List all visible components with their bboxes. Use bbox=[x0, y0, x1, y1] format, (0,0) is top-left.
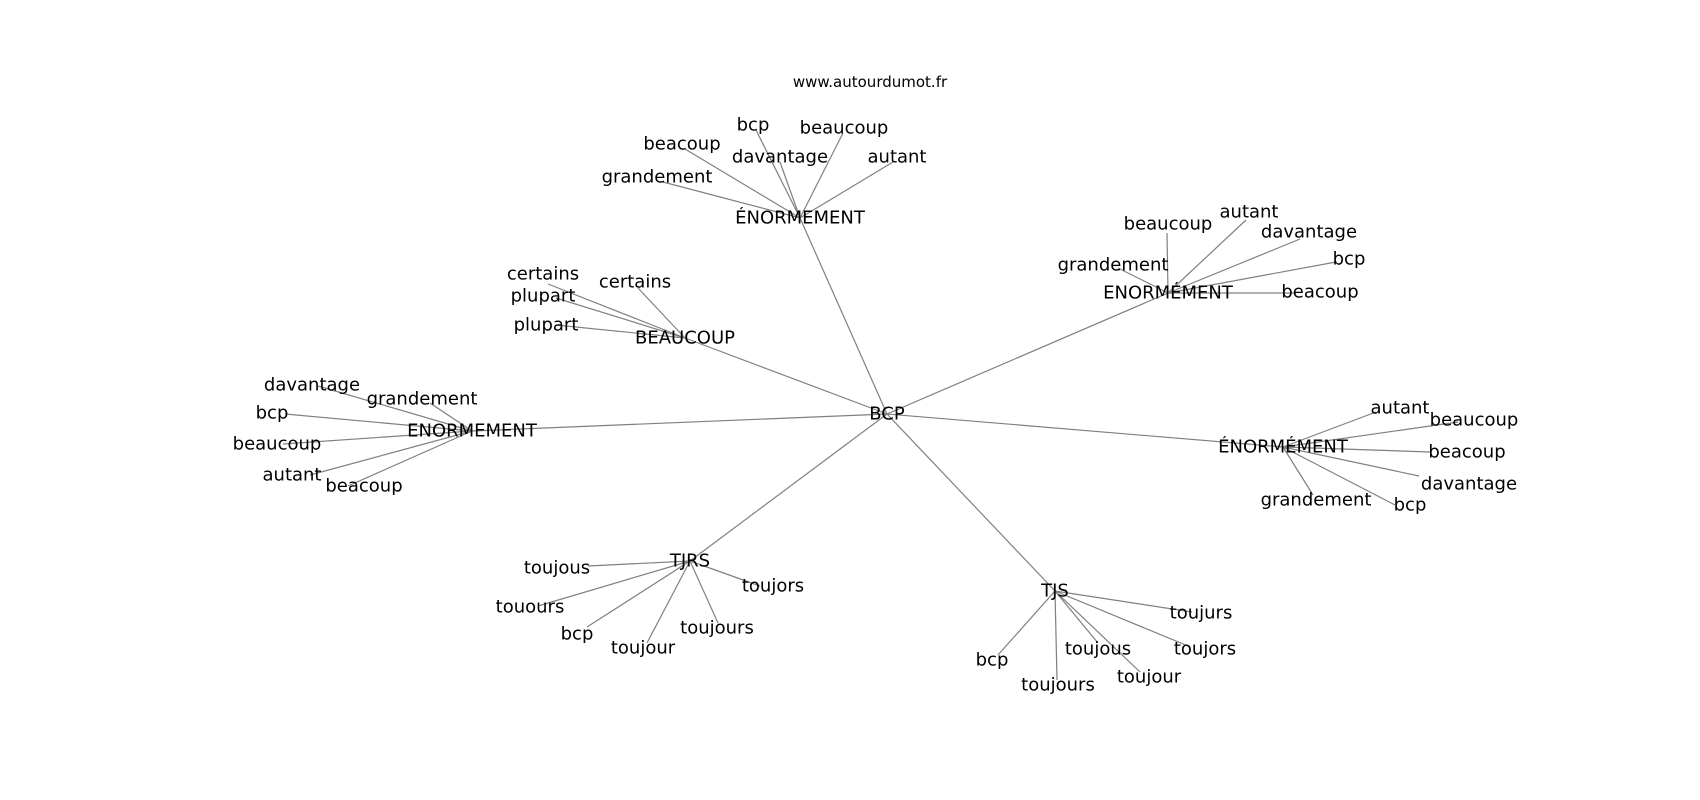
edge-hub-to-leaf bbox=[779, 161, 801, 219]
leaf-node-label: certains bbox=[599, 272, 671, 293]
edges bbox=[282, 129, 1459, 681]
edge-hub-to-leaf bbox=[284, 413, 473, 432]
edge-root-to-c_left bbox=[471, 413, 888, 432]
edge-hub-to-leaf bbox=[317, 385, 473, 432]
edge-hub-to-leaf bbox=[1054, 590, 1193, 613]
root-node-label: BCP bbox=[869, 404, 905, 425]
leaf-node-label: autant bbox=[263, 465, 322, 486]
hub-node-label: ÉNORMÉMENT bbox=[1218, 436, 1349, 458]
edge-hub-to-leaf bbox=[799, 132, 844, 219]
leaf-node-label: toujours bbox=[680, 618, 754, 639]
edge-hub-to-leaf bbox=[1167, 261, 1337, 294]
edge-root-to-c_top bbox=[799, 217, 888, 415]
leaf-node-label: beacoup bbox=[1281, 282, 1358, 303]
leaf-node-label: davantage bbox=[1261, 222, 1357, 243]
leaf-node-label: beacoup bbox=[643, 134, 720, 155]
hub-node-label: BEAUCOUP bbox=[635, 328, 735, 349]
edge-hub-to-leaf bbox=[547, 283, 686, 339]
edge-hub-to-leaf bbox=[1054, 590, 1189, 647]
leaf-node-label: davantage bbox=[1421, 474, 1517, 495]
edge-root-to-c_topright bbox=[886, 292, 1169, 415]
source-label: www.autourdumot.fr bbox=[793, 73, 948, 91]
leaf-node-label: touours bbox=[496, 597, 565, 618]
edge-hub-to-leaf bbox=[646, 560, 691, 644]
leaf-node-label: bcp bbox=[737, 115, 770, 136]
leaf-node-label: beaucoup bbox=[1124, 214, 1213, 235]
leaf-node-label: grandement bbox=[602, 167, 713, 188]
leaf-node-label: toujous bbox=[524, 558, 590, 579]
edge-hub-to-leaf bbox=[689, 560, 719, 624]
hub-node-label: ENORMEMENT bbox=[407, 421, 538, 442]
leaf-node-label: davantage bbox=[264, 375, 360, 396]
edge-hub-to-leaf bbox=[1054, 590, 1099, 644]
leaf-node-label: bcp bbox=[561, 624, 594, 645]
leaf-node-label: beaucoup bbox=[800, 118, 889, 139]
edge-hub-to-leaf bbox=[684, 148, 801, 219]
edge-hub-to-leaf bbox=[1167, 238, 1301, 294]
edge-hub-to-leaf bbox=[1054, 590, 1058, 681]
leaf-node-label: toujurs bbox=[1170, 603, 1233, 624]
edge-hub-to-leaf bbox=[1282, 446, 1396, 506]
edge-hub-to-leaf bbox=[537, 560, 691, 607]
leaf-node-label: autant bbox=[868, 147, 927, 168]
leaf-node-label: autant bbox=[1371, 398, 1430, 419]
leaf-node-label: grandement bbox=[1261, 490, 1372, 511]
hub-node-label: TJRS bbox=[669, 551, 710, 572]
edge-hub-to-leaf bbox=[282, 430, 473, 445]
leaf-node-label: toujour bbox=[611, 638, 676, 659]
edge-hub-to-leaf bbox=[1282, 446, 1431, 453]
leaf-node-label: beacoup bbox=[325, 476, 402, 497]
leaf-node-label: certains bbox=[507, 264, 579, 285]
leaf-node-label: toujous bbox=[1065, 639, 1131, 660]
edge-hub-to-leaf bbox=[1282, 446, 1420, 477]
edge-hub-to-leaf bbox=[689, 560, 761, 587]
leaf-node-label: bcp bbox=[1333, 249, 1366, 270]
edge-hub-to-leaf bbox=[1282, 446, 1314, 496]
edge-root-to-c_tjrs bbox=[689, 413, 888, 562]
edge-hub-to-leaf bbox=[662, 181, 801, 219]
edge-root-to-c_beaucoup bbox=[684, 337, 888, 415]
edge-hub-to-leaf bbox=[1054, 590, 1141, 673]
leaf-node-label: grandement bbox=[367, 389, 478, 410]
leaf-node-label: bcp bbox=[256, 403, 289, 424]
leaf-node-label: grandement bbox=[1058, 255, 1169, 276]
leaf-node-label: bcp bbox=[976, 650, 1009, 671]
edge-hub-to-leaf bbox=[555, 297, 686, 339]
leaf-node-label: beacoup bbox=[1428, 442, 1505, 463]
edge-hub-to-leaf bbox=[309, 430, 473, 476]
edge-root-to-c_tjs bbox=[886, 413, 1056, 592]
edge-hub-to-leaf bbox=[1167, 219, 1247, 294]
leaf-node-label: beaucoup bbox=[1430, 410, 1519, 431]
edge-hub-to-leaf bbox=[587, 560, 691, 567]
leaf-node-label: toujours bbox=[1021, 675, 1095, 696]
edge-hub-to-leaf bbox=[1282, 421, 1459, 448]
leaf-node-label: bcp bbox=[1394, 495, 1427, 516]
edge-hub-to-leaf bbox=[1117, 267, 1169, 294]
edge-hub-to-leaf bbox=[755, 129, 801, 219]
hub-node-label: TJS bbox=[1040, 581, 1069, 602]
leaf-node-label: toujors bbox=[742, 576, 804, 597]
leaf-node-label: plupart bbox=[511, 286, 576, 307]
hub-node-label: ENORMÉMENT bbox=[1103, 282, 1234, 304]
edge-hub-to-leaf bbox=[555, 324, 686, 339]
leaf-node-label: toujour bbox=[1117, 667, 1182, 688]
leaf-node-label: plupart bbox=[514, 315, 579, 336]
leaf-node-label: autant bbox=[1220, 202, 1279, 223]
edge-hub-to-leaf bbox=[1282, 411, 1377, 448]
hub-node-label: ÉNORMEMENT bbox=[735, 207, 866, 229]
edge-hub-to-leaf bbox=[637, 287, 686, 339]
edge-hub-to-leaf bbox=[799, 161, 894, 219]
edge-hub-to-leaf bbox=[586, 560, 691, 628]
leaf-node-label: davantage bbox=[732, 147, 828, 168]
edge-hub-to-leaf bbox=[1166, 232, 1169, 294]
edge-hub-to-leaf bbox=[429, 402, 473, 432]
edge-root-to-c_right bbox=[886, 413, 1284, 448]
edge-hub-to-leaf bbox=[997, 590, 1056, 656]
leaf-node-label: toujors bbox=[1174, 639, 1236, 660]
edge-hub-to-leaf bbox=[347, 430, 473, 487]
leaf-node-label: beaucoup bbox=[233, 434, 322, 455]
